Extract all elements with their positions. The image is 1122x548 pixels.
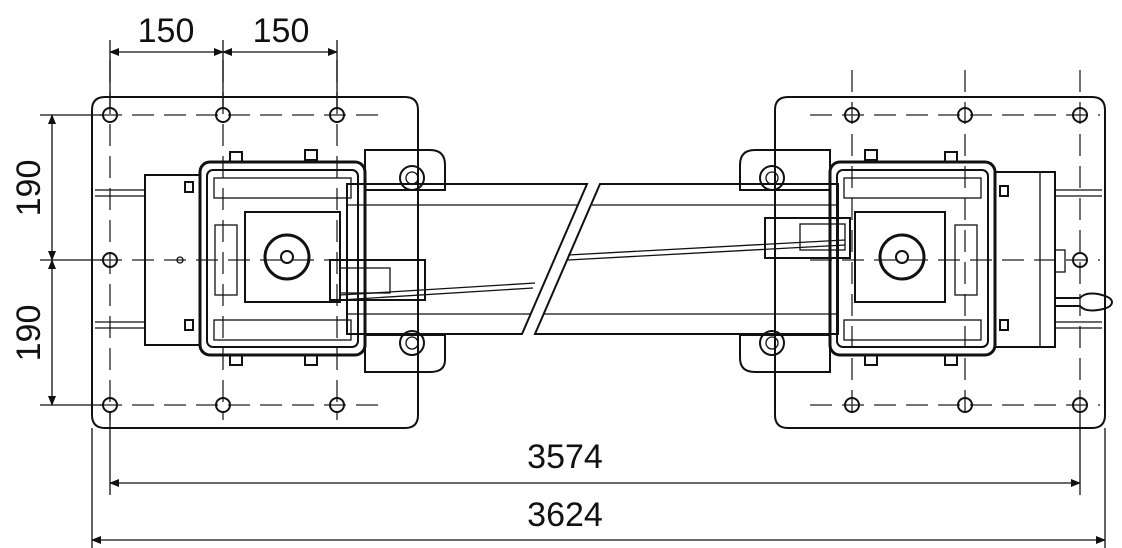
dimension-left: 190 190: [10, 114, 103, 406]
dimension-label-3624: 3624: [527, 496, 603, 534]
dimension-label-150-left: 150: [138, 12, 195, 50]
dimension-top: 150 150: [109, 12, 338, 108]
right-mounting-holes: [844, 107, 1088, 413]
right-carriage: [828, 149, 1114, 366]
right-base-plate: [774, 70, 1106, 429]
right-pad-holder: [764, 217, 851, 259]
dimension-label-190-top: 190: [10, 160, 48, 217]
dimension-label-150-right: 150: [253, 12, 310, 50]
left-pad-holder: [329, 259, 426, 301]
left-carriage: [144, 149, 367, 366]
dimension-bottom: 3574 3624: [91, 412, 1106, 548]
dimension-label-190-bottom: 190: [10, 305, 48, 362]
right-pivot-lug: [739, 149, 831, 373]
dimension-label-3574: 3574: [527, 438, 603, 476]
